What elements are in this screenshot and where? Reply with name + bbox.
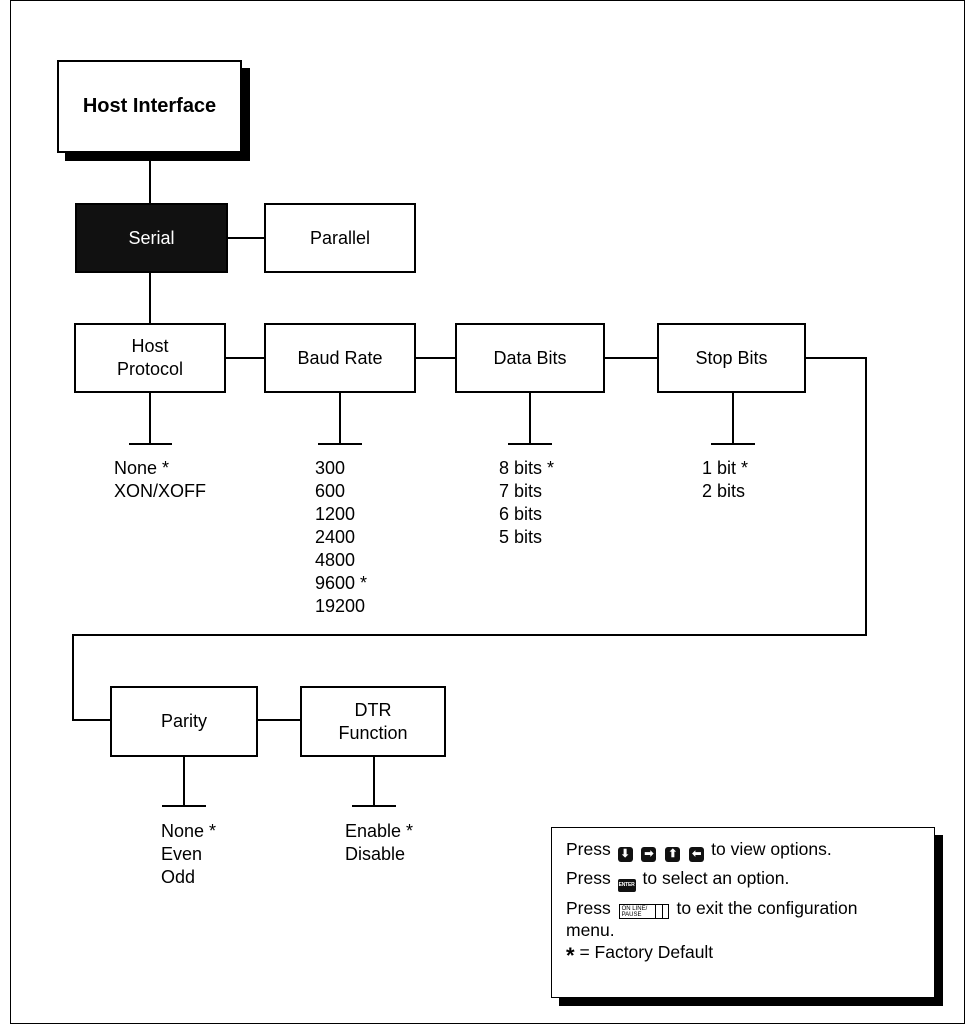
legend-line-default: * = Factory Default bbox=[566, 941, 924, 967]
press-text: Press bbox=[566, 839, 611, 859]
option-item: None * bbox=[114, 458, 170, 478]
option-item: 6 bits bbox=[499, 504, 543, 524]
arrow-up-key-icon: ⬆ bbox=[665, 847, 681, 862]
host-interface-box: Host Interface bbox=[57, 60, 242, 153]
legend-line-view: Press ⬇ ➡ ⬆ ⬅ to view options. bbox=[566, 838, 924, 862]
host-protocol-options: None * XON/XOFF bbox=[114, 457, 206, 503]
option-item: Enable * bbox=[345, 821, 414, 841]
option-item: Disable bbox=[345, 844, 406, 864]
select-option-text: to select an option. bbox=[642, 868, 790, 888]
dtr-function-options: Enable * Disable bbox=[345, 820, 413, 866]
option-item: 1200 bbox=[315, 504, 356, 524]
baud-rate-box: Baud Rate bbox=[264, 323, 416, 393]
option-item: XON/XOFF bbox=[114, 481, 207, 501]
legend-box: Press ⬇ ➡ ⬆ ⬅ to view options. Press ENT… bbox=[551, 827, 935, 998]
asterisk-icon: * bbox=[566, 943, 575, 968]
parallel-box: Parallel bbox=[264, 203, 416, 273]
baud-rate-options: 300 600 1200 2400 4800 9600 * 19200 bbox=[315, 457, 367, 618]
serial-box: Serial bbox=[75, 203, 228, 273]
online-pause-key-label: ON LINE/ PAUSE bbox=[621, 905, 648, 919]
factory-default-text: = Factory Default bbox=[579, 942, 714, 962]
exit-menu-text-continued: menu. bbox=[566, 920, 615, 940]
exit-menu-text: to exit the configuration bbox=[676, 898, 858, 918]
option-item: 1 bit * bbox=[702, 458, 749, 478]
option-item: 2400 bbox=[315, 527, 356, 547]
option-item: None * bbox=[161, 821, 217, 841]
data-bits-box: Data Bits bbox=[455, 323, 605, 393]
option-item: 8 bits * bbox=[499, 458, 555, 478]
data-bits-options: 8 bits * 7 bits 6 bits 5 bits bbox=[499, 457, 554, 549]
connector-line bbox=[72, 357, 867, 721]
option-item: 2 bits bbox=[702, 481, 746, 501]
parity-box: Parity bbox=[110, 686, 258, 757]
option-item: Even bbox=[161, 844, 203, 864]
arrow-down-key-icon: ⬇ bbox=[617, 847, 633, 862]
press-text: Press bbox=[566, 898, 611, 918]
option-item: 600 bbox=[315, 481, 346, 501]
enter-key-icon: ENTER bbox=[617, 879, 636, 892]
parity-options: None * Even Odd bbox=[161, 820, 216, 889]
option-item: 5 bits bbox=[499, 527, 543, 547]
arrow-right-key-icon: ➡ bbox=[641, 847, 657, 862]
view-options-text: to view options. bbox=[711, 839, 832, 859]
option-item: 9600 * bbox=[315, 573, 368, 593]
arrow-left-key-icon: ⬅ bbox=[689, 847, 705, 862]
option-item: Odd bbox=[161, 867, 196, 887]
option-item: 7 bits bbox=[499, 481, 543, 501]
option-item: 4800 bbox=[315, 550, 356, 570]
host-protocol-box: Host Protocol bbox=[74, 323, 226, 393]
option-item: 19200 bbox=[315, 596, 366, 616]
online-pause-key-icon: ON LINE/ PAUSE bbox=[618, 903, 669, 919]
legend-line-select: Press ENTER to select an option. bbox=[566, 867, 924, 892]
stop-bits-box: Stop Bits bbox=[657, 323, 806, 393]
press-text: Press bbox=[566, 868, 611, 888]
dtr-function-box: DTR Function bbox=[300, 686, 446, 757]
legend-line-exit: Press ON LINE/ PAUSE to exit the configu… bbox=[566, 897, 924, 919]
option-item: 300 bbox=[315, 458, 346, 478]
diagram-frame bbox=[10, 0, 965, 1024]
stop-bits-options: 1 bit * 2 bits bbox=[702, 457, 748, 503]
